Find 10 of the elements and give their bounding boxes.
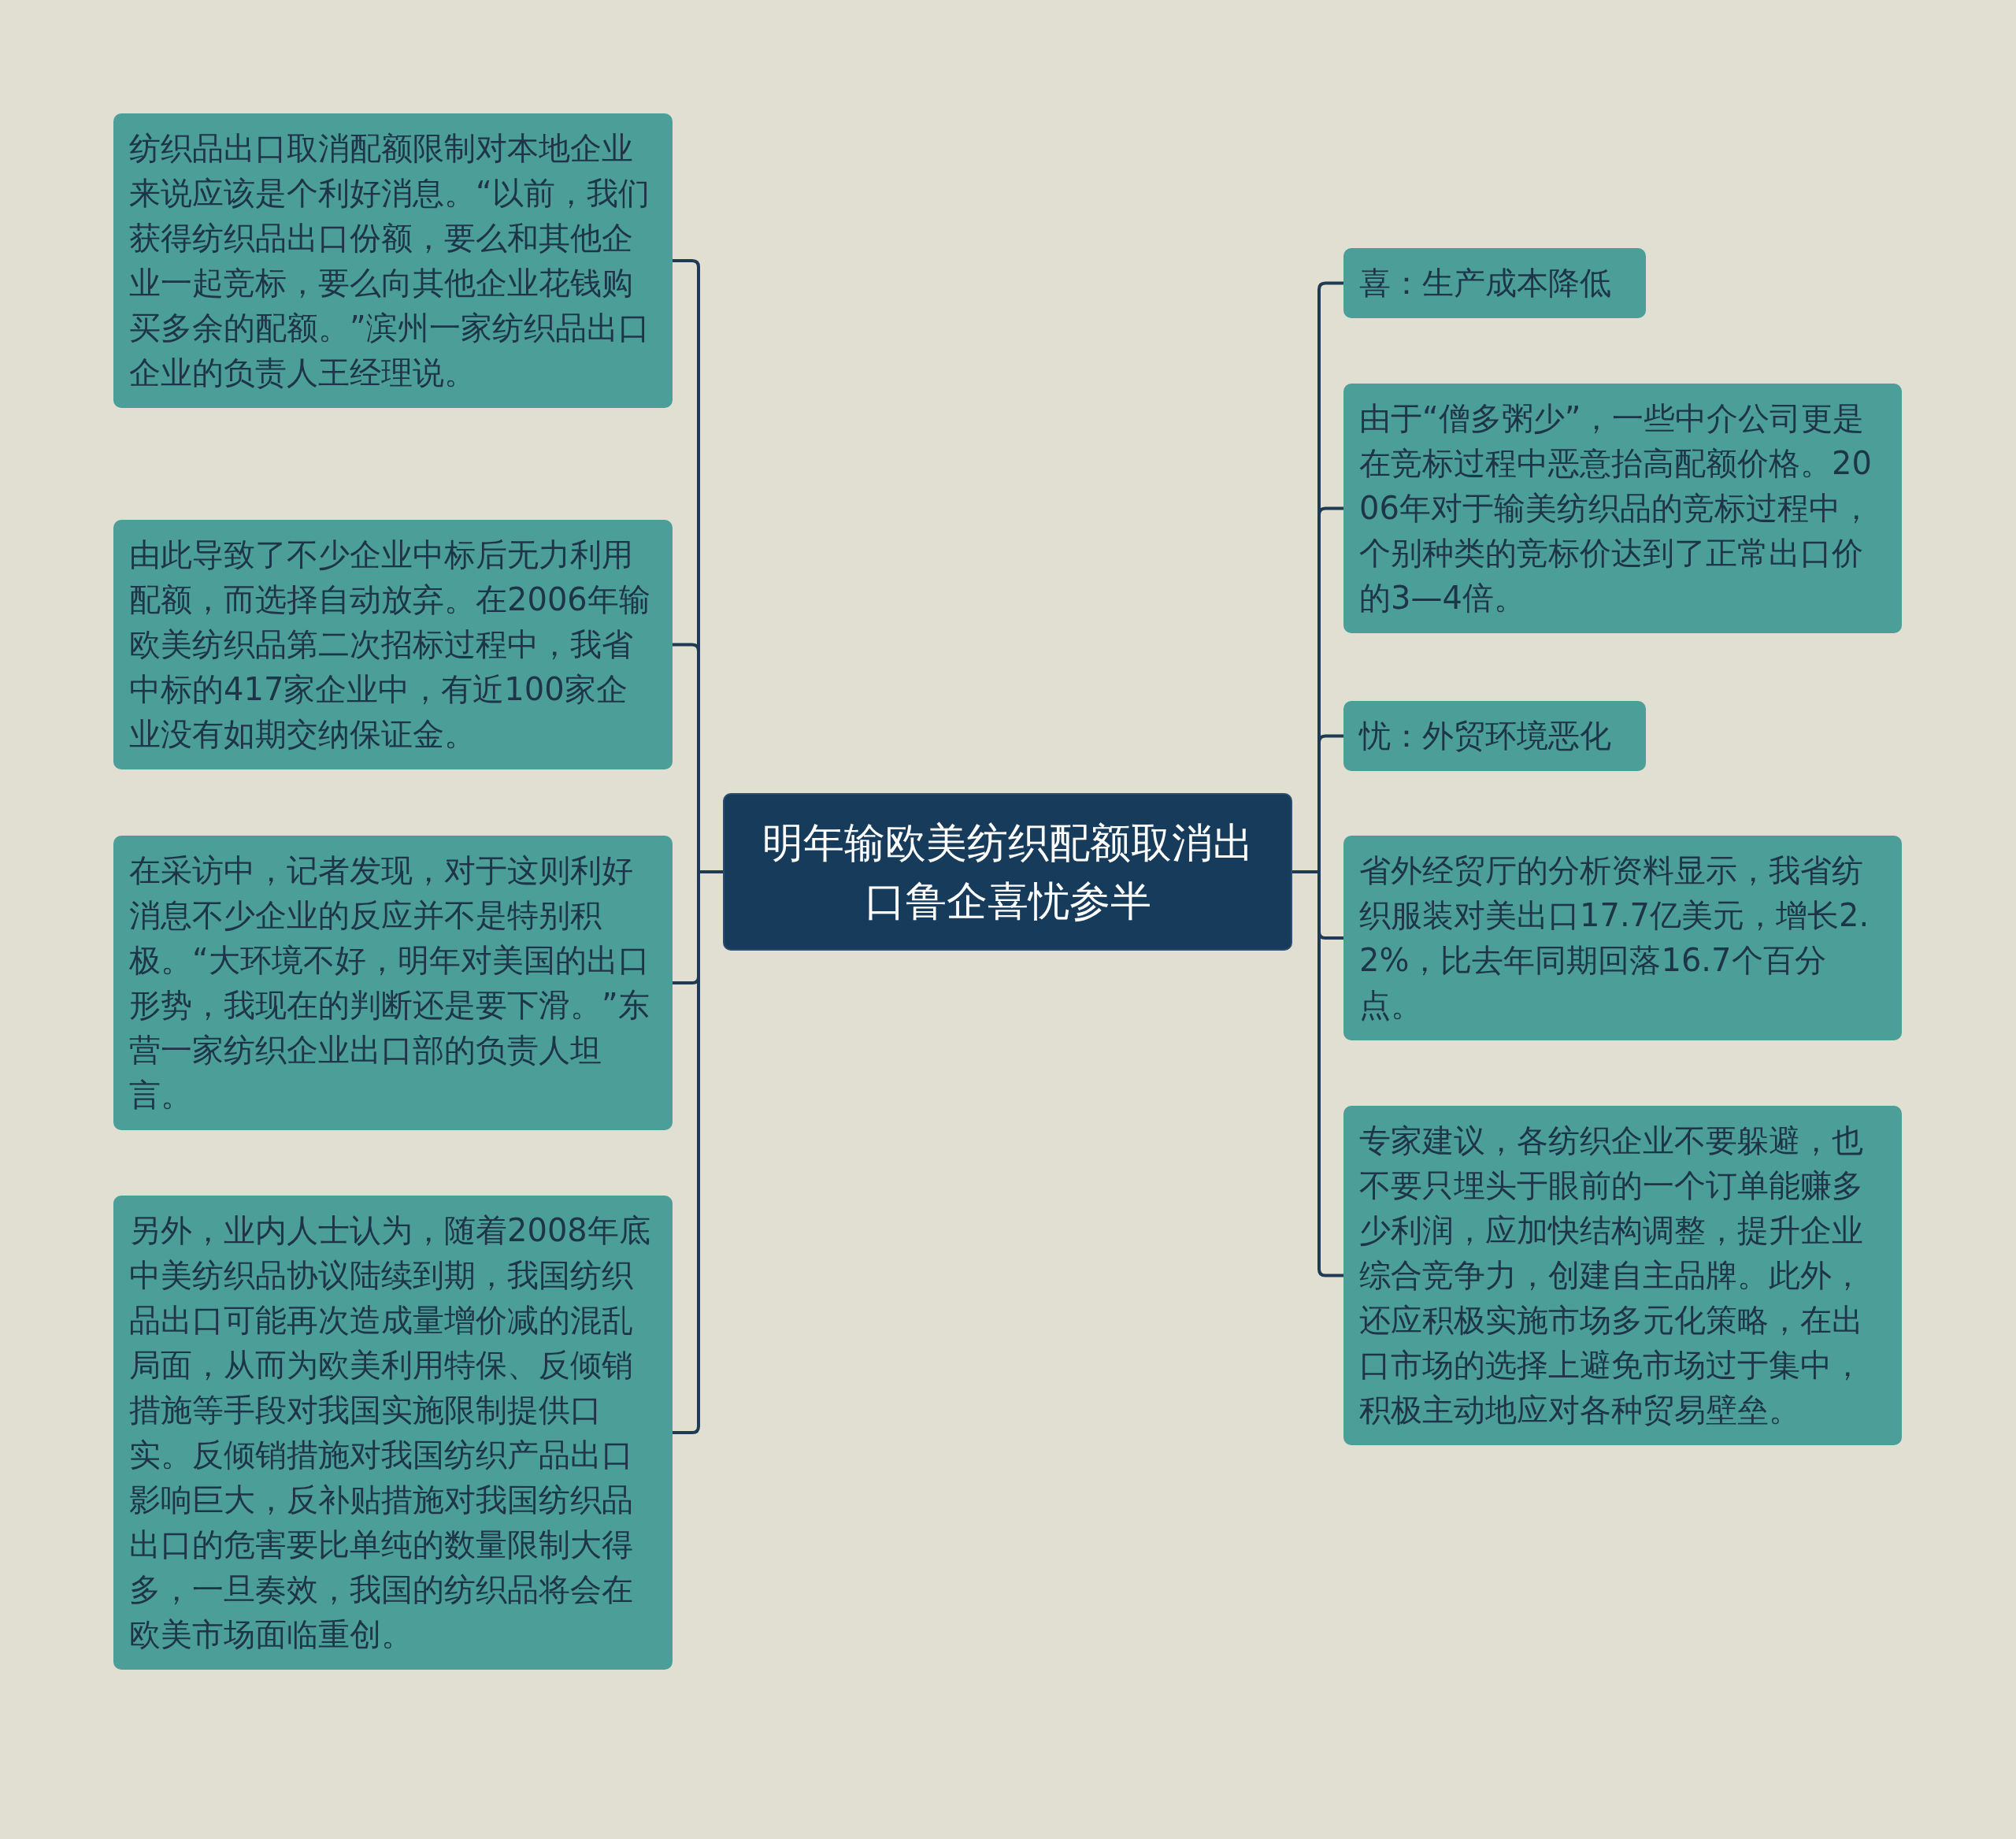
topic-text: 省外经贸厅的分析资料显示，我省纺织服装对美出口17.7亿美元，增长2.2%，比去年同期回落16.7个百分点。 xyxy=(1343,836,1902,1040)
topic-text: 另外，业内人士认为，随着2008年底中美纺织品协议陆续到期，我国纺织品出口可能再次造成量增价减的混乱局面，从而为欧美利用特保、反倾销措施等手段对我国实施限制提供口实。反倾销措施对我国纺织产品出口影响巨大，反补贴措施对我国纺织品出口的危害要比单纯的数量限制大得多，一旦奏效，我国的纺织品将会在欧美市场面临重创。 xyxy=(113,1196,673,1670)
central-topic: 明年输欧美纺织配额取消出口鲁企喜忧参半 xyxy=(723,793,1292,951)
topic-text: 纺织品出口取消配额限制对本地企业来说应该是个利好消息。“以前，我们获得纺织品出口份额，要么和其他企业一起竞标，要么向其他企业花钱购买多余的配额。”滨州一家纺织品出口企业的负责人王经理说。 xyxy=(113,113,673,408)
topic-text: 由此导致了不少企业中标后无力利用配额，而选择自动放弃。在2006年输欧美纺织品第二次招标过程中，我省中标的417家企业中，有近100家企业没有如期交纳保证金。 xyxy=(113,520,673,769)
topic-text: 专家建议，各纺织企业不要躲避，也不要只埋头于眼前的一个订单能赚多少利润，应加快结构调整，提升企业综合竞争力，创建自主品牌。此外，还应积极实施市场多元化策略，在出口市场的选择上避免市场过于集中，积极主动地应对各种贸易壁垒。 xyxy=(1343,1106,1902,1445)
topic-text: 喜：生产成本降低 xyxy=(1343,248,1646,318)
topic-text: 由于“僧多粥少”，一些中介公司更是在竞标过程中恶意抬高配额价格。2006年对于输美纺织品的竞标过程中，个别种类的竞标价达到了正常出口价的3—4倍。 xyxy=(1343,384,1902,633)
topic-text: 忧：外贸环境恶化 xyxy=(1343,701,1646,771)
topic-text: 在采访中，记者发现，对于这则利好消息不少企业的反应并不是特别积极。“大环境不好，明年对美国的出口形势，我现在的判断还是要下滑。”东营一家纺织企业出口部的负责人坦言。 xyxy=(113,836,673,1130)
